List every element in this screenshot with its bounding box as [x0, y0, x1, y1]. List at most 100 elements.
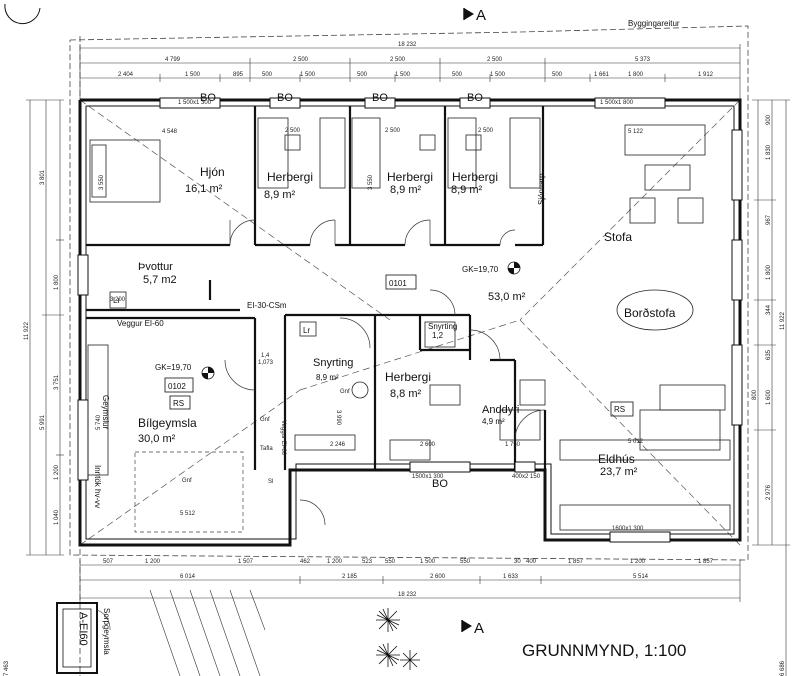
room-0101-number: 0101 — [389, 279, 407, 288]
exterior-walls — [78, 98, 742, 547]
dim-top-2-4: 5 373 — [635, 57, 651, 63]
section-marker-top — [463, 8, 474, 20]
room-hjon-area: 16,1 m² — [185, 183, 223, 195]
dim-bot2-2: 2 600 — [430, 574, 446, 580]
level-symbol-0102 — [201, 366, 215, 380]
interior-walls — [86, 106, 547, 470]
dim-bot2-4: 5 514 — [633, 574, 649, 580]
room-herbergi1-area: 8,9 m² — [264, 189, 296, 201]
room-thvottur-area: 5,7 m2 — [143, 274, 177, 286]
dim-top-1-0: 2 404 — [118, 72, 134, 78]
door-note-ei30: EI-30-CSm — [247, 301, 287, 310]
dim-bot2-0: 6 014 — [180, 574, 196, 580]
dim-top-1-10: 1 661 — [594, 72, 610, 78]
wall-note-ei60: Veggur EI-60 — [117, 319, 164, 328]
dim-int-2: 2 500 — [385, 128, 401, 134]
dim-right-6: 900 — [766, 114, 772, 125]
top-dimension-lines — [79, 44, 741, 100]
car-outline — [134, 451, 244, 533]
room-herbergi3-area: 8,9 m² — [451, 184, 483, 196]
sl-note: Sl — [268, 479, 273, 485]
room-thvottur-name: Þvottur — [138, 261, 173, 273]
dim-left-3: 3 751 — [54, 374, 60, 390]
room-eldhus-name: Eldhús — [598, 452, 635, 466]
room-snyrting1-area: 8,9 m² — [316, 373, 339, 382]
dim-overall-top: 18 232 — [398, 42, 417, 48]
room-herbergi1-name: Herbergi — [267, 170, 313, 184]
window-size-6: 1600x1 300 — [612, 526, 644, 532]
garage-gnf: Gnf — [182, 478, 192, 484]
dim-int-13: 3 550 — [368, 174, 374, 190]
dim-top-1-1: 1 500 — [185, 72, 201, 78]
window-size-1: 1500x1 300 — [412, 474, 444, 480]
window-tag-bo-3: BO — [372, 92, 388, 104]
section-label-top: A — [476, 7, 486, 24]
door-swings — [224, 219, 546, 526]
dim-int-14: 5 740 — [96, 414, 102, 430]
dim-bot1-6: 550 — [385, 559, 396, 565]
dim-bot1-5: 523 — [362, 559, 373, 565]
gnf-note-3: Gnf — [340, 389, 350, 395]
room-snyrting2-name: Snyrting — [428, 322, 457, 331]
roof-hip-lines — [79, 99, 741, 546]
room-sjonvarp-name: Sjónvarp — [537, 173, 546, 205]
dim-bot1-1: 1 200 — [145, 559, 161, 565]
room-stofa-name: Stofa — [604, 230, 632, 244]
sorpgeymsla-name: Sorpgeymsla — [102, 608, 111, 655]
level-symbol-0101 — [507, 261, 521, 275]
room-herbergi4-area: 8,8 m² — [390, 388, 422, 400]
room-0101-level: GK=19,70 — [462, 265, 499, 274]
ratio-note-2: 1,073 — [258, 360, 274, 366]
dim-int-6: 5 012 — [628, 439, 644, 445]
section-label-bottom: A — [474, 620, 484, 637]
window-size-5: 400x2 150 — [512, 474, 541, 480]
room-0102-level: GK=19,70 — [155, 363, 192, 372]
room-bordstofa-name: Borðstofa — [624, 306, 676, 320]
dim-right-9: 800 — [752, 389, 758, 400]
room-eldhus-area: 23,7 m² — [600, 466, 638, 478]
room-bilgeymsla-name: Bílgeymsla — [138, 416, 197, 430]
bottom-dimension-lines — [79, 560, 741, 602]
rs-tag-kitchen: RS — [614, 405, 625, 414]
dim-left-2: 3 801 — [40, 169, 46, 185]
dim-top-1-12: 1 912 — [698, 72, 714, 78]
north-arrow-icon — [4, 3, 41, 25]
dim-bot1-11: 1 857 — [568, 559, 584, 565]
lr-label-2: Lr — [113, 296, 120, 305]
dim-bot1-8: 550 — [460, 559, 471, 565]
room-hjon-name: Hjón — [200, 165, 225, 179]
dim-top-1-5: 500 — [357, 72, 368, 78]
room-herbergi2-area: 8,9 m² — [390, 184, 422, 196]
dim-bottom-extra-0: 7 463 — [4, 660, 10, 676]
furniture-beds — [89, 117, 541, 203]
room-bilgeymsla-area: 30,0 m² — [138, 433, 176, 445]
dim-int-0: 4 548 — [162, 129, 178, 135]
right-dimension-lines — [752, 99, 790, 676]
plant-icons — [376, 608, 420, 670]
dim-bot2-1: 2 185 — [342, 574, 358, 580]
dim-top-2-0: 4 799 — [165, 57, 181, 63]
furniture-bath — [87, 291, 461, 476]
window-tag-bo-2: BO — [277, 92, 293, 104]
room-0101-box — [385, 274, 417, 290]
dim-int-12: 3 550 — [99, 174, 105, 190]
dim-top-1-7: 500 — [452, 72, 463, 78]
sorpgeymsla-label: A-EI60 — [77, 612, 89, 646]
dim-overall-bottom: 18 232 — [398, 592, 417, 598]
dim-top-1-9: 500 — [552, 72, 563, 78]
dim-bottom-extra-1: 6 686 — [780, 660, 786, 676]
dim-left-1: 5 991 — [40, 414, 46, 430]
dim-right-1: 2 976 — [766, 484, 772, 500]
room-herbergi3-name: Herbergi — [452, 170, 498, 184]
dim-int-7: 2 246 — [330, 442, 346, 448]
rs-box-garage — [169, 395, 191, 410]
dim-bot1-4: 1 200 — [327, 559, 343, 565]
dim-bot1-3: 462 — [300, 559, 311, 565]
window-tag-bo-1: BO — [200, 92, 216, 104]
dim-bot1-13: 1 857 — [698, 559, 714, 565]
dim-top-1-2: 895 — [233, 72, 244, 78]
dim-int-5: 3 200 — [110, 297, 126, 303]
window-tag-bo-5: BO — [432, 478, 448, 490]
windows — [77, 97, 743, 543]
